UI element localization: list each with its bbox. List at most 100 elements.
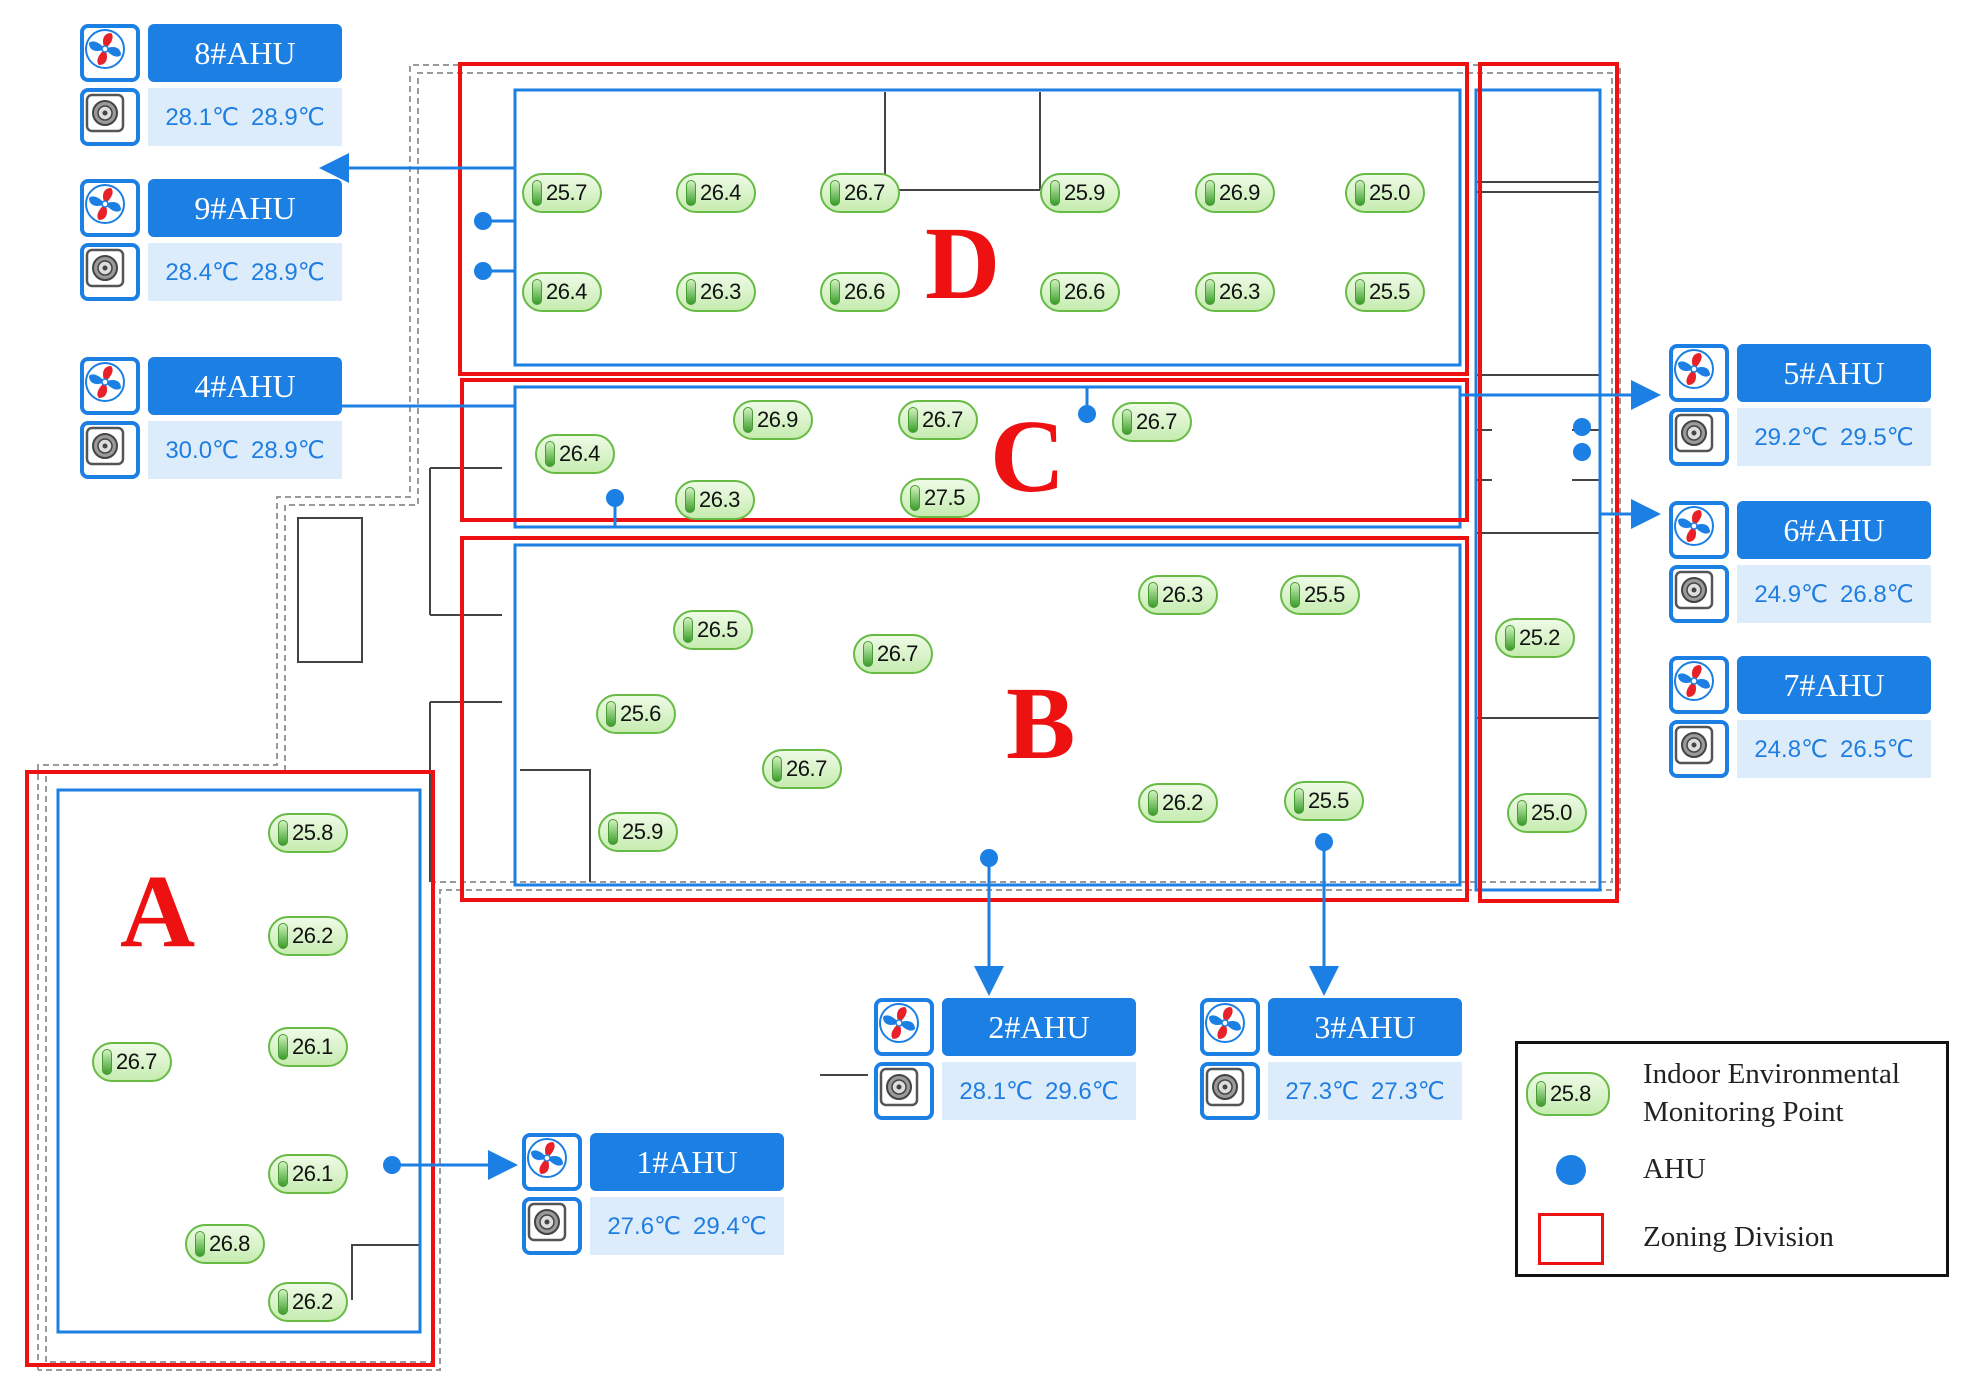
monitoring-point: 26.3: [1138, 575, 1218, 615]
monitoring-point: 26.7: [1112, 402, 1192, 442]
monitoring-point: 26.3: [1195, 272, 1275, 312]
zone-c-border: [460, 378, 1469, 522]
ahu-temp-2: 27.3℃: [1371, 1077, 1445, 1105]
thermometer-icon: [278, 1034, 288, 1060]
monitoring-point: 25.5: [1280, 575, 1360, 615]
monitoring-point: 26.9: [733, 400, 813, 440]
point-value: 26.8: [209, 1231, 250, 1256]
monitoring-point: 26.3: [675, 480, 755, 520]
thermometer-icon: [830, 180, 840, 206]
ahu-temp-2: 26.8℃: [1840, 580, 1914, 608]
fan-icon: [1669, 344, 1729, 402]
point-value: 25.9: [1064, 180, 1105, 205]
filter-icon: [874, 1062, 934, 1120]
zone-label-d: D: [925, 206, 1001, 321]
zone-label-b: B: [1006, 666, 1076, 781]
monitoring-point: 26.4: [676, 173, 756, 213]
point-value: 25.0: [1369, 180, 1410, 205]
point-value: 25.9: [622, 819, 663, 844]
thermometer-icon: [608, 819, 618, 845]
fan-icon: [522, 1133, 582, 1191]
fan-icon: [80, 179, 140, 237]
thermometer-icon: [686, 180, 696, 206]
filter-icon: [1669, 408, 1729, 466]
thermometer-icon: [685, 487, 695, 513]
monitoring-point: 25.9: [598, 812, 678, 852]
thermometer-icon: [910, 485, 920, 511]
monitoring-point: 25.5: [1345, 272, 1425, 312]
point-value: 26.4: [700, 180, 741, 205]
thermometer-icon: [1505, 625, 1515, 651]
thermometer-icon: [1050, 180, 1060, 206]
ahu-temp-1: 24.8℃: [1754, 735, 1828, 763]
room-a: [56, 788, 422, 1334]
thermometer-icon: [278, 1289, 288, 1315]
thermometer-icon: [278, 820, 288, 846]
monitoring-point: 25.2: [1495, 618, 1575, 658]
monitoring-point: 26.8: [185, 1224, 265, 1264]
point-value: 25.7: [546, 180, 587, 205]
thermometer-icon: [278, 923, 288, 949]
ahu-temp-1: 28.1℃: [165, 103, 239, 131]
ahu-temp-2: 26.5℃: [1840, 735, 1914, 763]
ahu-name: 5#AHU: [1737, 344, 1931, 402]
monitoring-point: 26.9: [1195, 173, 1275, 213]
thermometer-icon: [195, 1231, 205, 1257]
thermometer-icon: [772, 756, 782, 782]
interior-walls: [297, 92, 1600, 1300]
point-value: 26.6: [844, 279, 885, 304]
thermometer-icon: [830, 279, 840, 305]
point-value: 26.9: [757, 407, 798, 432]
thermometer-icon: [1122, 409, 1132, 435]
fan-icon: [80, 357, 140, 415]
thermometer-icon: [1355, 180, 1365, 206]
monitoring-point: 26.3: [676, 272, 756, 312]
point-value: 26.4: [559, 441, 600, 466]
point-value: 26.3: [1162, 582, 1203, 607]
point-value: 27.5: [924, 485, 965, 510]
thermometer-icon: [908, 407, 918, 433]
ahu-temp-2: 28.9℃: [251, 436, 325, 464]
filter-icon: [522, 1197, 582, 1255]
point-value: 25.6: [620, 701, 661, 726]
point-value: 26.7: [877, 641, 918, 666]
zone-a-border: [25, 770, 435, 1367]
point-value: 25.5: [1369, 279, 1410, 304]
ahu-temp-1: 27.3℃: [1285, 1077, 1359, 1105]
ahu-connections: [319, 153, 1661, 1180]
fan-icon: [1200, 998, 1260, 1056]
fan-icon: [874, 998, 934, 1056]
monitoring-point: 26.2: [1138, 783, 1218, 823]
monitoring-point: 25.9: [1040, 173, 1120, 213]
ahu-name: 3#AHU: [1268, 998, 1462, 1056]
ahu-temp-2: 29.4℃: [693, 1212, 767, 1240]
monitoring-point: 27.5: [900, 478, 980, 518]
point-value: 26.9: [1219, 180, 1260, 205]
ahu-name: 8#AHU: [148, 24, 342, 82]
zone-label-a: A: [120, 854, 196, 969]
monitoring-point: 26.6: [1040, 272, 1120, 312]
room-d: [513, 88, 1462, 367]
point-value: 26.2: [292, 923, 333, 948]
filter-icon: [80, 421, 140, 479]
monitoring-point: 26.7: [92, 1042, 172, 1082]
fan-icon: [80, 24, 140, 82]
zone-label-c: C: [990, 399, 1066, 514]
monitoring-point: 26.7: [820, 173, 900, 213]
ahu-dots: [383, 212, 1591, 1174]
monitoring-point: 25.7: [522, 173, 602, 213]
point-value: 26.7: [844, 180, 885, 205]
thermometer-icon: [1050, 279, 1060, 305]
ahu-name: 2#AHU: [942, 998, 1136, 1056]
point-value: 26.5: [697, 617, 738, 642]
zone-d-border: [458, 62, 1469, 376]
thermometer-icon: [532, 279, 542, 305]
